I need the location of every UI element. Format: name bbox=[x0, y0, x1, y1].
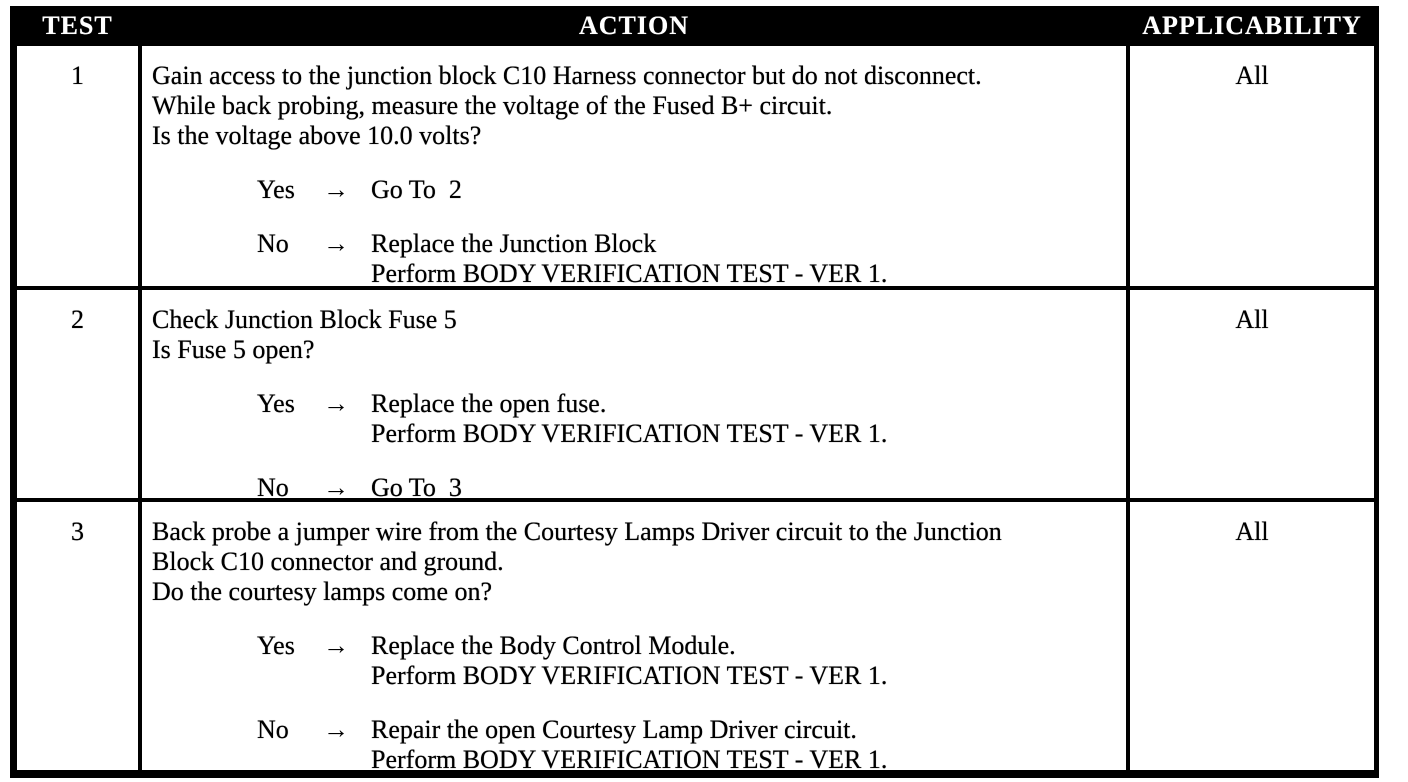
branch-line: Perform BODY VERIFICATION TEST - VER 1. bbox=[371, 419, 888, 448]
header-cell-test: TEST bbox=[42, 11, 113, 40]
description-line: While back probing, measure the voltage … bbox=[152, 91, 833, 120]
branch-line: Replace the Junction Block bbox=[371, 229, 657, 258]
arrow-right-icon: → bbox=[323, 715, 349, 744]
applicability-value: All bbox=[1235, 61, 1269, 90]
description-line: Is Fuse 5 open? bbox=[152, 335, 315, 364]
arrow-right-icon: → bbox=[323, 389, 349, 418]
branch-line: Perform BODY VERIFICATION TEST - VER 1. bbox=[371, 661, 888, 690]
applicability-cell: All bbox=[1130, 502, 1374, 770]
branch-line: Perform BODY VERIFICATION TEST - VER 1. bbox=[371, 259, 888, 286]
branch-lines: Repair the open Courtesy Lamp Driver cir… bbox=[371, 715, 1124, 770]
branch-lines: Go To 2 bbox=[371, 175, 1124, 205]
branch-yes: Yes → Replace the Body Control Module. P… bbox=[257, 631, 1124, 691]
diagnostic-table: TEST ACTION APPLICABILITY 1 Gain access … bbox=[10, 6, 1379, 778]
arrow-right-icon: → bbox=[323, 631, 349, 660]
applicability-cell: All bbox=[1130, 290, 1374, 498]
test-number: 1 bbox=[71, 61, 84, 90]
test-cell: 2 bbox=[17, 290, 138, 498]
applicability-value: All bbox=[1235, 305, 1269, 334]
table-row: 1 Gain access to the junction block C10 … bbox=[17, 46, 1374, 286]
action-cell: Check Junction Block Fuse 5 Is Fuse 5 op… bbox=[138, 290, 1130, 498]
description-line: Block C10 connector and ground. bbox=[152, 547, 504, 576]
action-cell: Gain access to the junction block C10 Ha… bbox=[138, 46, 1130, 286]
branch-label: Yes bbox=[257, 631, 295, 660]
branch-lines: Replace the open fuse. Perform BODY VERI… bbox=[371, 389, 1124, 449]
branch-lines: Replace the Junction Block Perform BODY … bbox=[371, 229, 1124, 286]
branch-no: No → Go To 3 bbox=[257, 473, 1124, 498]
branch-label: No bbox=[257, 715, 289, 744]
description-line: Is the voltage above 10.0 volts? bbox=[152, 121, 482, 150]
table-header: TEST ACTION APPLICABILITY bbox=[17, 6, 1374, 46]
test-cell: 1 bbox=[17, 46, 138, 286]
branch-label: Yes bbox=[257, 175, 295, 204]
applicability-value: All bbox=[1235, 517, 1269, 546]
header-cell-action: ACTION bbox=[578, 11, 689, 40]
test-number: 3 bbox=[71, 517, 84, 546]
branch-lines: Go To 3 bbox=[371, 473, 1124, 498]
description-line: Gain access to the junction block C10 Ha… bbox=[152, 61, 982, 90]
branch-label: No bbox=[257, 473, 289, 498]
description-line: Back probe a jumper wire from the Courte… bbox=[152, 517, 1002, 546]
branch-yes: Yes → Go To 2 bbox=[257, 175, 1124, 205]
branch-line: Repair the open Courtesy Lamp Driver cir… bbox=[371, 715, 857, 744]
branch-line: Replace the open fuse. bbox=[371, 389, 607, 418]
description-line: Do the courtesy lamps come on? bbox=[152, 577, 493, 606]
header-cell-applicability: APPLICABILITY bbox=[1142, 11, 1362, 40]
branch-yes: Yes → Replace the open fuse. Perform BOD… bbox=[257, 389, 1124, 449]
test-number: 2 bbox=[71, 305, 84, 334]
branch-line: Replace the Body Control Module. bbox=[371, 631, 736, 660]
description-line: Check Junction Block Fuse 5 bbox=[152, 305, 457, 334]
table-row: 3 Back probe a jumper wire from the Cour… bbox=[17, 498, 1374, 770]
action-cell: Back probe a jumper wire from the Courte… bbox=[138, 502, 1130, 770]
branch-line: Go To 3 bbox=[371, 473, 462, 498]
arrow-right-icon: → bbox=[323, 473, 349, 498]
applicability-cell: All bbox=[1130, 46, 1374, 286]
arrow-right-icon: → bbox=[323, 175, 349, 204]
branch-label: No bbox=[257, 229, 289, 258]
arrow-right-icon: → bbox=[323, 229, 349, 258]
test-cell: 3 bbox=[17, 502, 138, 770]
table-row: 2 Check Junction Block Fuse 5 Is Fuse 5 … bbox=[17, 286, 1374, 498]
branch-line: Perform BODY VERIFICATION TEST - VER 1. bbox=[371, 745, 888, 770]
branch-line: Go To 2 bbox=[371, 175, 462, 204]
branch-no: No → Replace the Junction Block Perform … bbox=[257, 229, 1124, 286]
branch-lines: Replace the Body Control Module. Perform… bbox=[371, 631, 1124, 691]
branch-label: Yes bbox=[257, 389, 295, 418]
branch-no: No → Repair the open Courtesy Lamp Drive… bbox=[257, 715, 1124, 770]
